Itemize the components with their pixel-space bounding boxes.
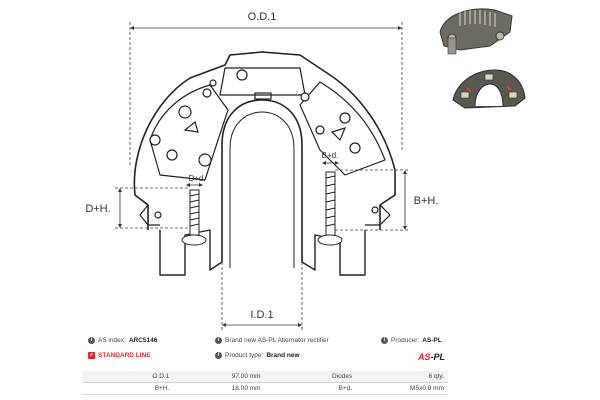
info-icon: i xyxy=(215,337,222,344)
producer: i Producer: AS-PL xyxy=(381,337,442,344)
product-photo-top xyxy=(439,8,513,55)
producer-label: Producer: xyxy=(391,337,420,344)
bd-dimension: B+d. xyxy=(322,151,339,165)
stud-left xyxy=(181,189,207,246)
spec-label: O.D.1 xyxy=(82,371,174,383)
standard-line: ✓ STANDARD LINE xyxy=(88,352,151,359)
as-index-label: AS index: xyxy=(98,337,126,344)
table-row: O.D.1 97.00 mm Diodes 6 qty. xyxy=(82,371,448,383)
description-text: Brand new AS-PL Alternator rectifier xyxy=(225,337,329,344)
bh-dimension: B+H. xyxy=(335,169,439,231)
od-dimension: O.D.1 xyxy=(129,11,403,165)
id-label: I.D.1 xyxy=(250,309,273,321)
bh-label: B+H. xyxy=(414,195,439,207)
info-icon: i xyxy=(88,337,95,344)
product-photo-bottom xyxy=(452,69,526,109)
od-label: O.D.1 xyxy=(248,11,277,23)
product-type-value: Brand new xyxy=(266,352,300,359)
as-index-value: ARC5146 xyxy=(128,337,158,344)
dd-label: D+d. xyxy=(188,174,205,183)
as-pl-logo: AS-PL xyxy=(418,352,445,362)
spec-label: B+d. xyxy=(264,382,357,395)
rectifier-technical-drawing: O.D.1 xyxy=(85,11,439,330)
specs-table: O.D.1 97.00 mm Diodes 6 qty. B+H. 18.00 … xyxy=(82,371,448,395)
stud-right xyxy=(317,171,343,246)
product-type: i Product type: Brand new xyxy=(215,352,300,359)
dd-dimension: D+d. xyxy=(186,174,206,187)
spec-value: 97.00 mm xyxy=(173,371,265,383)
description: i Brand new AS-PL Alternator rectifier xyxy=(215,337,329,344)
check-icon: ✓ xyxy=(88,352,95,359)
table-row: B+H. 18.00 mm B+d. M5x0.8 mm xyxy=(82,382,448,395)
spec-value: M5x0.8 mm xyxy=(356,382,448,395)
standard-line-text: STANDARD LINE xyxy=(98,352,151,359)
spec-label: B+H. xyxy=(82,382,174,395)
as-index: i AS index: ARC5146 xyxy=(88,337,157,344)
info-icon: i xyxy=(215,352,222,359)
bd-label: B+d. xyxy=(322,151,339,160)
rectifier-features xyxy=(149,69,379,219)
product-type-label: Product type: xyxy=(225,352,264,359)
dh-label: D+H. xyxy=(85,203,110,215)
info-row-1: i AS index: ARC5146 i Brand new AS-PL Al… xyxy=(0,337,600,351)
logo-pl: -PL xyxy=(430,352,446,362)
info-row-2: ✓ STANDARD LINE i Product type: Brand ne… xyxy=(0,352,600,366)
spec-value: 6 qty. xyxy=(356,371,448,383)
rectifier-body xyxy=(133,51,396,276)
dh-dimension: D+H. xyxy=(85,187,190,229)
producer-value: AS-PL xyxy=(422,337,442,344)
spec-label: Diodes xyxy=(264,371,357,383)
spec-value: 18.00 mm xyxy=(173,382,265,395)
id-dimension: I.D.1 xyxy=(221,262,303,330)
logo-as: AS xyxy=(418,352,431,362)
info-icon: i xyxy=(381,337,388,344)
